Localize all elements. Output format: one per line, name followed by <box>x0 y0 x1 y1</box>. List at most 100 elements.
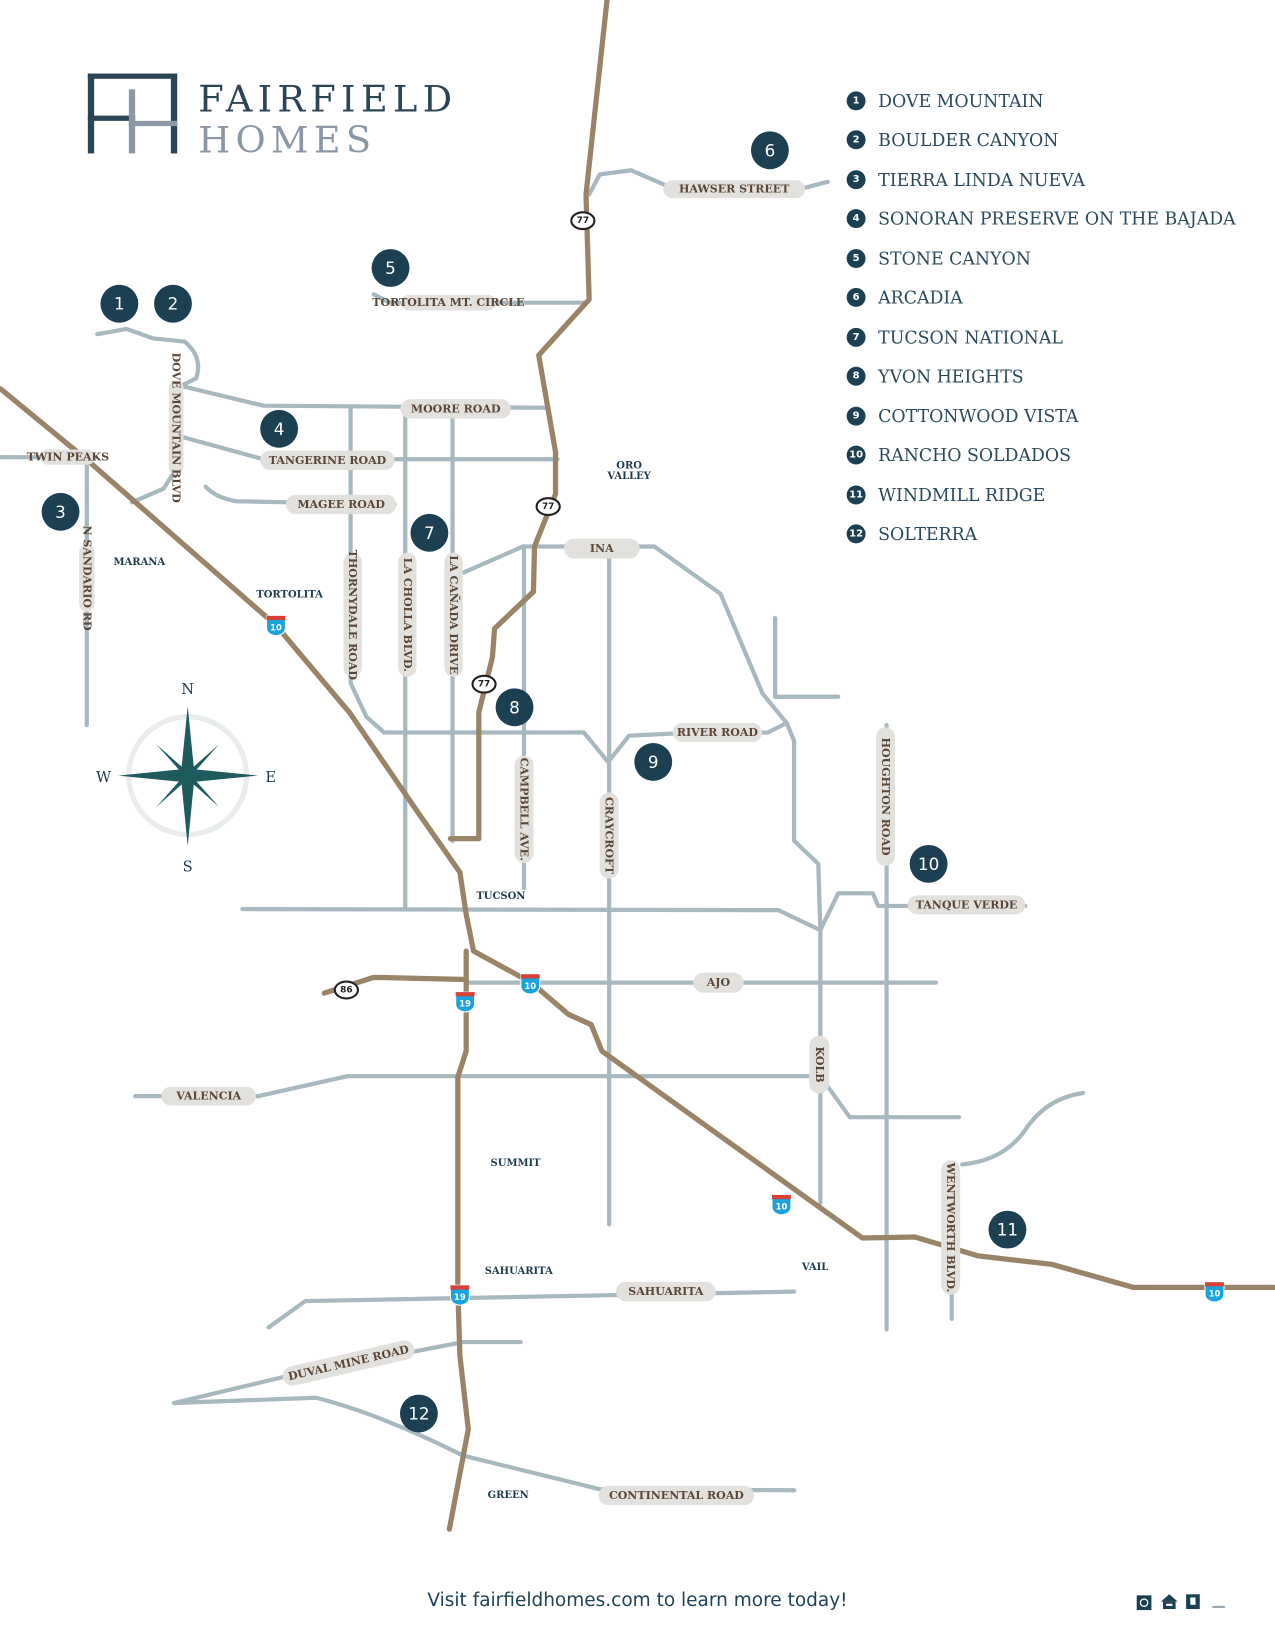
community-marker-5[interactable]: 5 <box>371 249 410 287</box>
legend-name: ARCADIA <box>877 288 963 308</box>
svg-text:5: 5 <box>385 258 396 278</box>
road-label-pill <box>514 755 534 863</box>
road-label-houghton-road: HOUGHTON ROAD <box>876 727 895 866</box>
road-label-pill <box>260 450 395 471</box>
legend-number: 5 <box>853 253 860 264</box>
legend-number: 2 <box>853 134 860 145</box>
community-marker-7[interactable]: 7 <box>410 513 449 552</box>
legend-number: 11 <box>849 490 863 501</box>
road-label-pill <box>809 1035 830 1094</box>
community-marker-6[interactable]: 6 <box>751 131 789 170</box>
svg-text:10: 10 <box>918 854 939 874</box>
legend-number: 12 <box>849 528 863 539</box>
road-sahuarita <box>266 1289 797 1330</box>
footer-cta[interactable]: Visit fairfieldhomes.com to learn more t… <box>427 1590 848 1611</box>
road-label-n-sandario-rd: N SANDARIO RD <box>79 526 95 631</box>
community-marker-4[interactable]: 4 <box>260 409 299 448</box>
road-label-pill <box>161 1086 257 1106</box>
road-label-kolb: KOLB <box>809 1035 830 1094</box>
legend-name: TUCSON NATIONAL <box>878 328 1063 348</box>
road-label-text: INA <box>590 542 614 555</box>
svg-text:12: 12 <box>408 1404 429 1424</box>
legend-number: 3 <box>853 174 860 185</box>
road-label-ajo: AJO <box>693 972 744 993</box>
svg-text:7: 7 <box>424 523 435 543</box>
road-label-craycroft: CRAYCROFT <box>599 792 619 879</box>
community-marker-9[interactable]: 9 <box>634 743 673 781</box>
svg-text:11: 11 <box>997 1220 1018 1240</box>
road-valencia <box>133 1074 962 1120</box>
legend-item: 7 TUCSON NATIONAL <box>846 327 1063 348</box>
road-label-text: CONTINENTAL ROAD <box>609 1489 744 1502</box>
road-label-text: RIVER ROAD <box>677 726 759 739</box>
legend-name: SOLTERRA <box>878 525 977 545</box>
road-label-tortolita-mt-circle: TORTOLITA MT. CIRCLE <box>372 294 524 311</box>
road-label-text: VALENCIA <box>175 1090 241 1103</box>
svg-text:8: 8 <box>509 697 520 717</box>
road-tortolita-mt-circle <box>371 292 589 305</box>
road-label-text: KOLB <box>813 1047 826 1083</box>
community-marker-1[interactable]: 1 <box>100 284 139 323</box>
compass-south: S <box>183 859 193 876</box>
legend-number: 7 <box>853 332 860 343</box>
road-label-pill <box>693 972 744 993</box>
svg-text:3: 3 <box>55 502 66 522</box>
road-label-wentworth-blvd: WENTWORTH BLVD. <box>941 1160 961 1295</box>
road-label-pill <box>282 1340 415 1386</box>
road-label-pill <box>907 895 1026 915</box>
accessibility-icon <box>1136 1595 1152 1611</box>
legend-name: DOVE MOUNTAIN <box>878 92 1043 112</box>
community-marker-10[interactable]: 10 <box>909 844 948 883</box>
road-label-moore-road: MOORE ROAD <box>400 399 511 419</box>
logo-line2: HOMES <box>198 118 376 161</box>
state-route-77-shield-icon: 77 <box>535 497 561 517</box>
road-label-pill <box>285 494 397 515</box>
interstate-19-shield-icon: 19 <box>449 1284 470 1306</box>
community-marker-11[interactable]: 11 <box>988 1210 1027 1249</box>
road-label-pill <box>599 792 619 879</box>
community-marker-12[interactable]: 12 <box>399 1394 438 1433</box>
road-label-text: CAMPBELL AVE. <box>517 758 530 861</box>
community-marker-8[interactable]: 8 <box>495 688 534 727</box>
road-label-thornydale-road: THORNYDALE ROAD <box>343 550 362 680</box>
interstate-10-shield-icon: 10 <box>1204 1281 1225 1303</box>
svg-text:19: 19 <box>459 999 471 1009</box>
community-marker-2[interactable]: 2 <box>154 284 192 323</box>
place-label-tucson: TUCSON <box>476 891 525 902</box>
place-label-tortolita: TORTOLITA <box>256 589 323 600</box>
road-label-tanque-verde: TANQUE VERDE <box>907 895 1026 915</box>
road-label-tangerine-road: TANGERINE ROAD <box>260 450 395 471</box>
community-marker-3[interactable]: 3 <box>41 492 80 531</box>
road-label-text: TORTOLITA MT. CIRCLE <box>372 296 524 309</box>
interstate-10-shield-icon: 10 <box>771 1194 792 1216</box>
state-route-77-shield-icon: 77 <box>570 211 596 231</box>
road-label-text: TANQUE VERDE <box>916 898 1018 911</box>
road-magee <box>203 484 397 507</box>
legend-number: 8 <box>853 371 860 382</box>
compass-rose-icon: N S W E <box>96 681 276 876</box>
road-wentworth-east <box>960 1090 1086 1167</box>
svg-text:10: 10 <box>776 1201 788 1211</box>
interstate-10 <box>0 386 1275 1291</box>
legend-item: 12 SOLTERRA <box>846 524 978 545</box>
svg-text:10: 10 <box>270 622 282 632</box>
road-label-pill <box>444 552 463 677</box>
road-label-pill <box>40 449 96 465</box>
road-label-text: HAWSER STREET <box>679 183 790 196</box>
legend-name: YVON HEIGHTS <box>877 367 1024 387</box>
road-grant <box>240 906 823 933</box>
fh-logo-mark-icon <box>87 73 178 154</box>
road-label-pill <box>168 380 184 476</box>
road-label-text: WENTWORTH BLVD. <box>944 1162 957 1293</box>
road-label-campbell-ave: CAMPBELL AVE. <box>514 755 534 863</box>
road-label-text: DUVAL MINE ROAD <box>287 1343 411 1384</box>
legend-name: RANCHO SOLDADOS <box>878 446 1071 466</box>
svg-text:77: 77 <box>577 216 589 226</box>
svg-text:77: 77 <box>542 502 554 512</box>
